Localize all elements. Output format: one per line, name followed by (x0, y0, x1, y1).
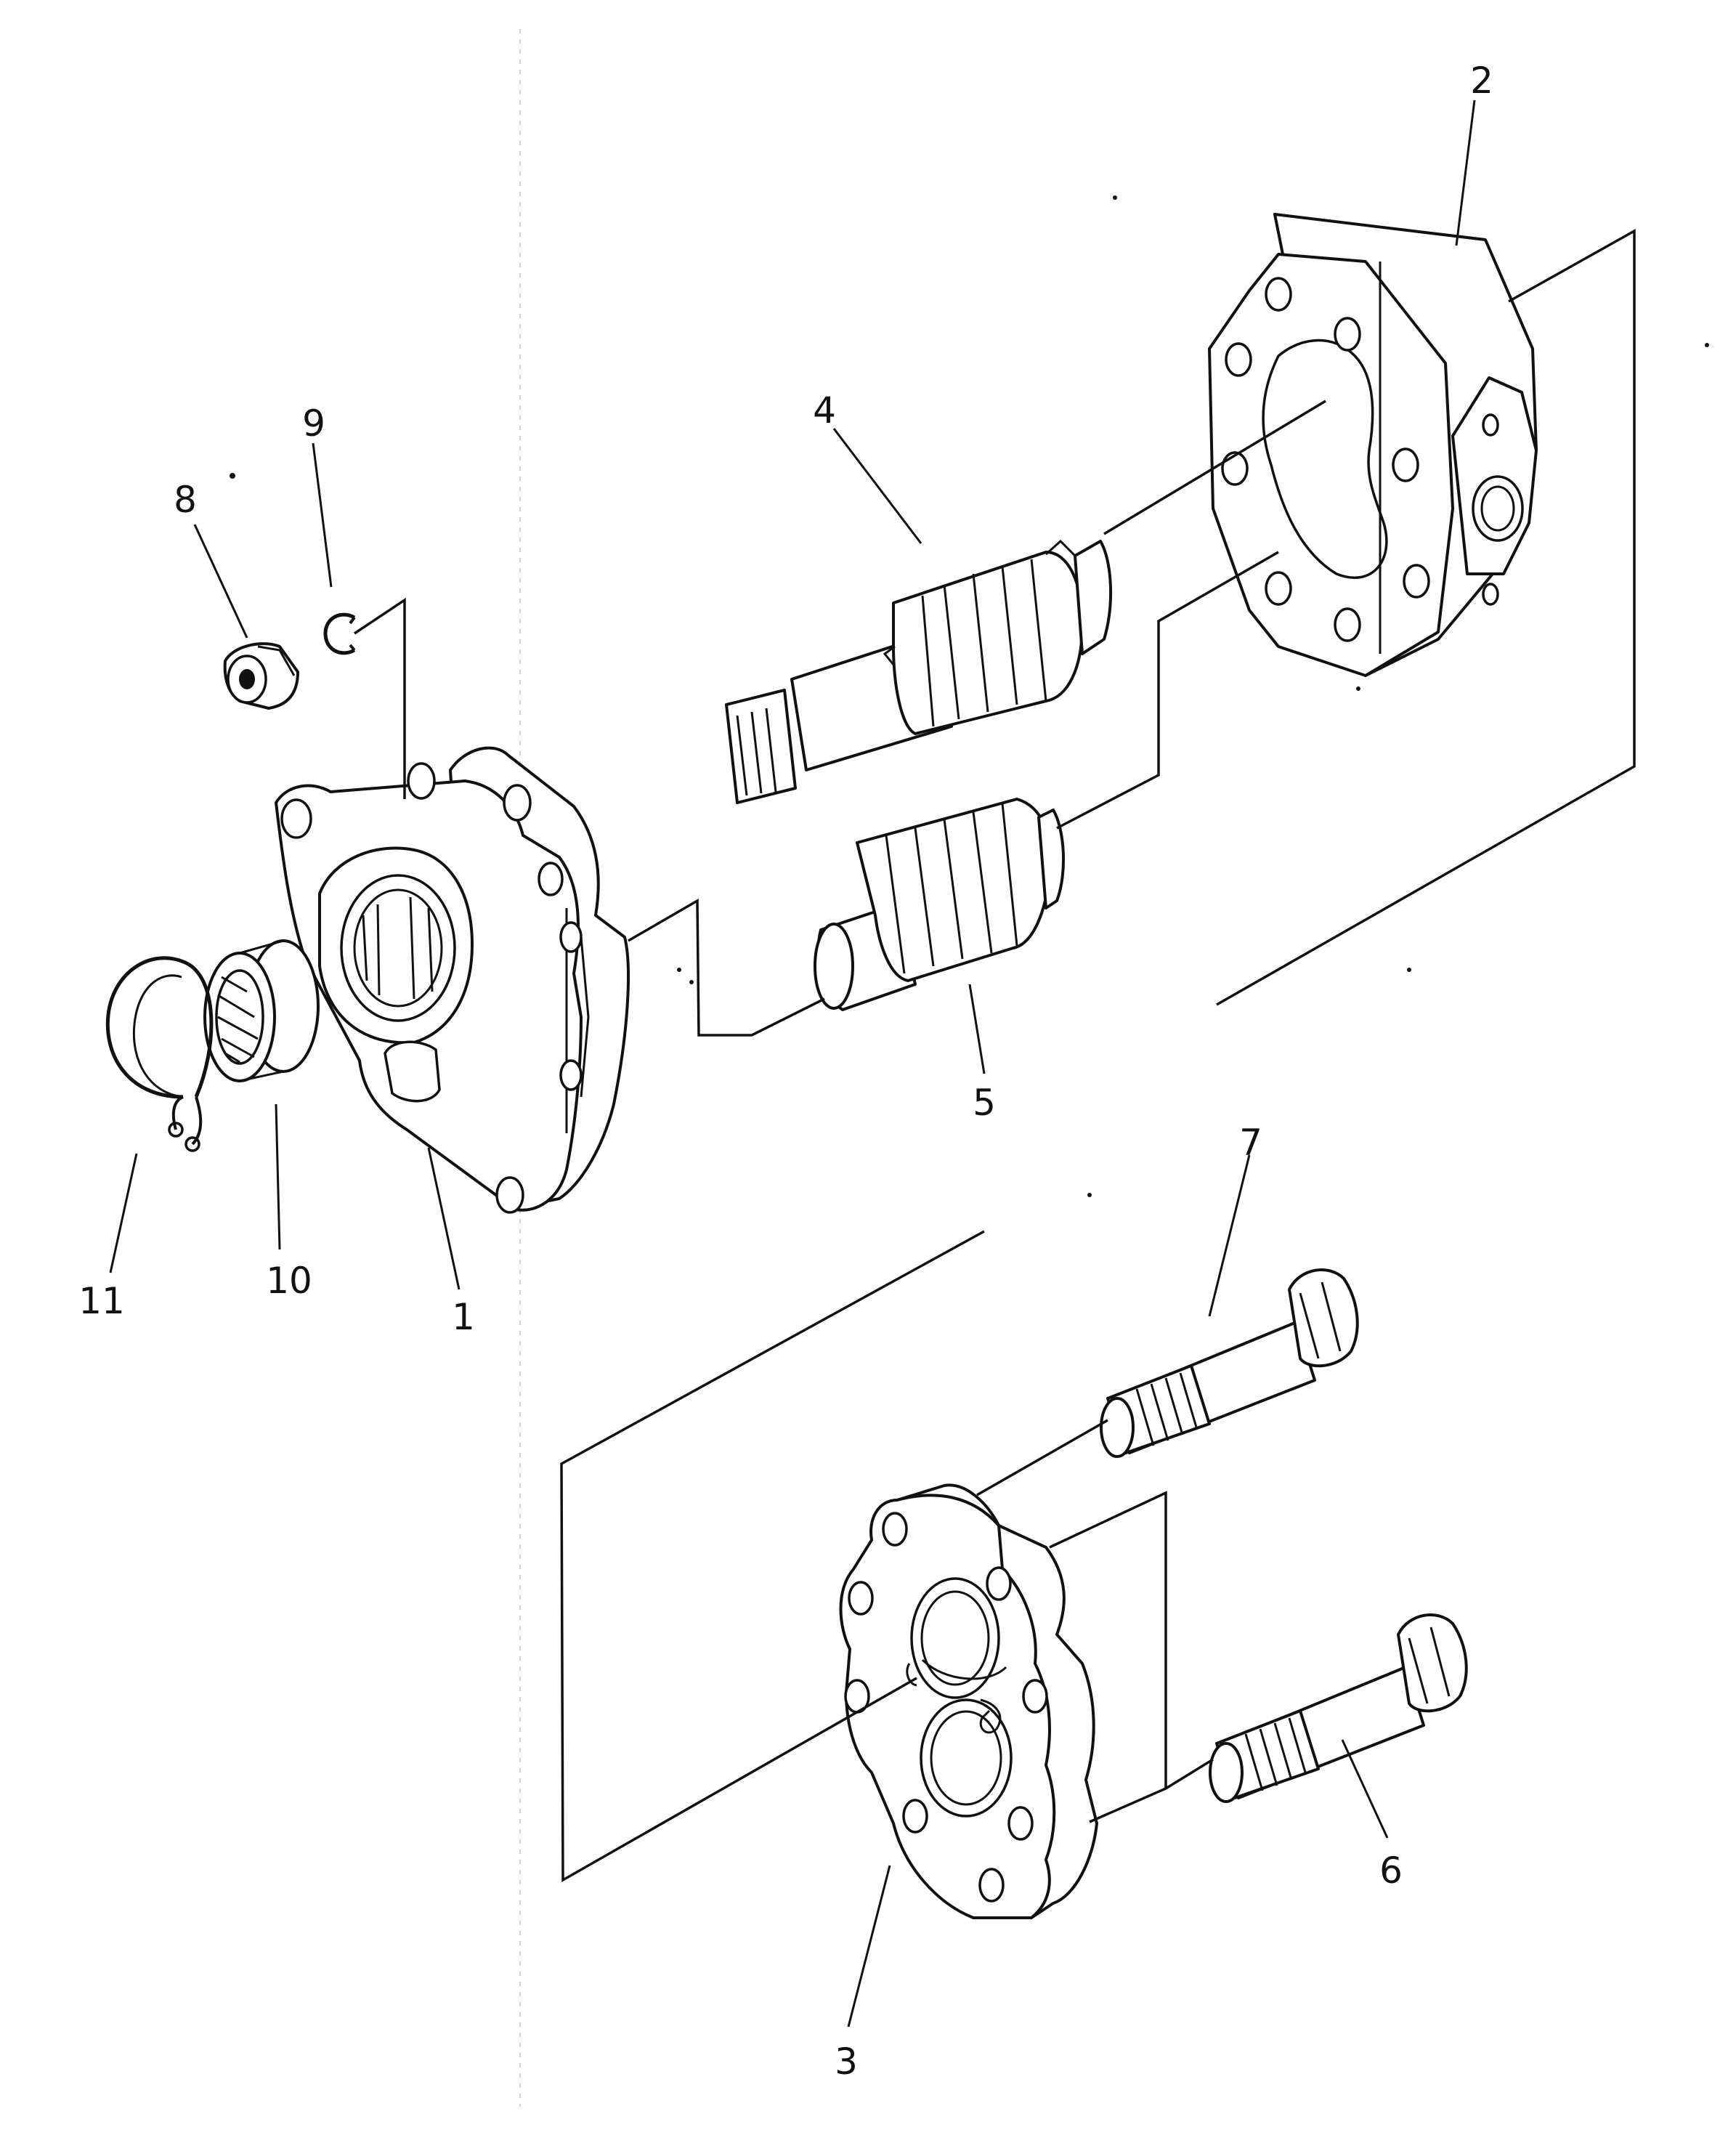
callout-7: 7 (1239, 1122, 1262, 1164)
callout-5: 5 (973, 1082, 996, 1124)
part-6-bolt (1209, 1613, 1468, 1803)
assembly-lines (354, 229, 1636, 1883)
callout-1: 1 (452, 1296, 475, 1338)
callout-8: 8 (174, 479, 197, 521)
part-7-bolt (1100, 1268, 1359, 1458)
part-4-drive-gear-shaft (725, 539, 1113, 804)
part-11-circlip (105, 956, 214, 1152)
part-3-rear-cover (839, 1483, 1098, 1919)
callout-6: 6 (1379, 1850, 1403, 1892)
callout-labels: 2 4 9 8 5 7 6 3 1 10 11 (78, 60, 1493, 2083)
part-10-bearing (203, 939, 320, 1082)
callout-9: 9 (302, 402, 325, 445)
scan-specks (230, 195, 1709, 1197)
callout-4: 4 (813, 389, 836, 432)
callout-10: 10 (266, 1260, 312, 1302)
callout-11: 11 (78, 1280, 125, 1322)
part-1-front-cover (275, 746, 630, 1214)
part-8-nut (223, 642, 299, 710)
callout-3: 3 (835, 2041, 858, 2083)
callout-2: 2 (1470, 60, 1493, 102)
part-5-driven-gear (814, 798, 1066, 1011)
part-9-snap-ring (323, 612, 356, 655)
part-2-pump-body (1208, 213, 1538, 677)
leader-lines (109, 100, 1476, 2027)
